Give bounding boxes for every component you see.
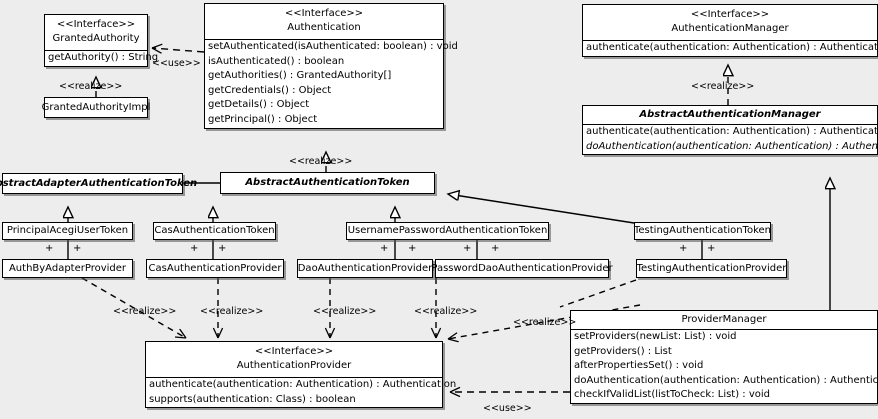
class-name: UsernamePasswordAuthenticationToken bbox=[347, 225, 548, 236]
class-testing-authentication-provider[interactable]: TestingAuthenticationProvider bbox=[636, 259, 787, 278]
class-abstract-authentication-token[interactable]: AbstractAuthenticationToken bbox=[220, 172, 435, 194]
label-realize-abstract-authentication-token: <<realize>> bbox=[289, 156, 353, 167]
assoc-plus-userpass-token-c: + bbox=[463, 243, 472, 254]
assoc-plus-userpass-token-d: + bbox=[491, 243, 500, 254]
class-name: CasAuthenticationProvider bbox=[148, 262, 282, 274]
class-password-dao-authentication-provider[interactable]: PasswordDaoAuthenticationProvider bbox=[431, 259, 613, 278]
class-name: CasAuthenticationToken bbox=[154, 225, 275, 236]
stereotype-label: <<Interface>> bbox=[284, 8, 364, 19]
assoc-plus-userpass-token-a: + bbox=[380, 243, 389, 254]
method-row-abstract: doAuthentication(authentication: Authent… bbox=[586, 140, 878, 152]
label-realize-auth-by-adapter-provider: <<realize>> bbox=[113, 306, 177, 317]
method-row: getCredentials() : Object bbox=[208, 84, 332, 96]
class-name: ProviderManager bbox=[681, 314, 767, 325]
class-header: <<Interface>> AuthenticationManager bbox=[583, 5, 877, 40]
class-name: DaoAuthenticationProvider bbox=[297, 262, 433, 274]
class-granted-authority[interactable]: <<Interface>> GrantedAuthority getAuthor… bbox=[44, 14, 159, 67]
class-name: GrantedAuthorityImpl bbox=[41, 101, 151, 113]
stereotype-label: <<Interface>> bbox=[254, 346, 334, 357]
method-row: setProviders(newList: List) : void bbox=[574, 331, 737, 342]
class-header: <<Interface>> GrantedAuthority bbox=[45, 15, 147, 50]
class-principal-acegi-user-token[interactable]: PrincipalAcegiUserToken bbox=[2, 222, 133, 240]
class-name: GrantedAuthority bbox=[52, 33, 140, 44]
assoc-plus-testing-token-left: + bbox=[679, 243, 688, 254]
assoc-plus-cas-token-right: + bbox=[218, 243, 227, 254]
class-name: AuthenticationProvider bbox=[236, 360, 352, 371]
class-header: ProviderManager bbox=[571, 311, 877, 329]
class-name: TestingAuthenticationToken bbox=[633, 225, 772, 236]
stereotype-label: <<Interface>> bbox=[690, 9, 770, 20]
class-header: AbstractAuthenticationManager bbox=[583, 106, 877, 124]
label-realize-cas-authentication-provider: <<realize>> bbox=[200, 306, 264, 317]
class-provider-manager[interactable]: ProviderManager setProviders(newList: Li… bbox=[570, 310, 878, 404]
methods-compartment: setProviders(newList: List) : void getPr… bbox=[571, 329, 878, 403]
method-row: getAuthorities() : GrantedAuthority[] bbox=[208, 70, 392, 82]
class-testing-authentication-token[interactable]: TestingAuthenticationToken bbox=[634, 222, 771, 240]
class-name: AbstractAdapterAuthenticationToken bbox=[0, 177, 198, 189]
class-name: AbstractAuthenticationManager bbox=[639, 109, 821, 120]
label-use-provider-manager: <<use>> bbox=[483, 403, 532, 414]
method-row: getDetails() : Object bbox=[208, 99, 310, 111]
class-abstract-adapter-authentication-token[interactable]: AbstractAdapterAuthenticationToken bbox=[0, 173, 197, 194]
method-row: isAuthenticated() : boolean bbox=[208, 55, 345, 67]
class-name: AuthByAdapterProvider bbox=[8, 262, 127, 274]
method-row: getAuthority() : String bbox=[48, 52, 159, 63]
method-row: setAuthenticated(isAuthenticated: boolea… bbox=[208, 41, 458, 52]
class-abstract-authentication-manager[interactable]: AbstractAuthenticationManager authentica… bbox=[582, 105, 878, 156]
method-row: doAuthentication(authentication: Authent… bbox=[574, 374, 878, 386]
methods-compartment: getAuthority() : String bbox=[45, 50, 159, 66]
class-auth-by-adapter-provider[interactable]: AuthByAdapterProvider bbox=[2, 259, 133, 278]
label-realize-password-dao-authentication-provider: <<realize>> bbox=[414, 306, 478, 317]
assoc-plus-principal-acegi-left: + bbox=[45, 243, 54, 254]
class-authentication[interactable]: <<Interface>> Authentication setAuthenti… bbox=[204, 3, 458, 129]
class-cas-authentication-token[interactable]: CasAuthenticationToken bbox=[153, 222, 276, 240]
assoc-plus-principal-acegi-right: + bbox=[73, 243, 82, 254]
class-header: <<Interface>> Authentication bbox=[205, 4, 443, 39]
stereotype-label: <<Interface>> bbox=[56, 19, 136, 30]
class-name: AuthenticationManager bbox=[671, 23, 789, 34]
class-name: TestingAuthenticationProvider bbox=[636, 262, 787, 274]
methods-compartment: authenticate(authentication: Authenticat… bbox=[146, 377, 457, 407]
method-row: authenticate(authentication: Authenticat… bbox=[586, 126, 878, 137]
class-name: PasswordDaoAuthenticationProvider bbox=[431, 262, 613, 274]
class-dao-authentication-provider[interactable]: DaoAuthenticationProvider bbox=[297, 259, 433, 278]
class-name: PrincipalAcegiUserToken bbox=[6, 225, 129, 236]
label-realize-provider-manager: <<realize>> bbox=[513, 317, 577, 328]
class-granted-authority-impl[interactable]: GrantedAuthorityImpl bbox=[42, 97, 150, 118]
method-row: afterPropertiesSet() : void bbox=[574, 360, 704, 372]
class-name: AbstractAuthenticationToken bbox=[245, 177, 410, 188]
methods-compartment: authenticate(authentication: Authenticat… bbox=[583, 40, 878, 56]
label-realize-granted-authority-impl: <<realize>> bbox=[59, 81, 123, 92]
methods-compartment: authenticate(authentication: Authenticat… bbox=[583, 124, 878, 154]
label-realize-dao-authentication-provider: <<realize>> bbox=[313, 306, 377, 317]
method-row: checkIfValidList(listToCheck: List) : vo… bbox=[574, 389, 771, 401]
class-authentication-manager[interactable]: <<Interface>> AuthenticationManager auth… bbox=[582, 4, 878, 57]
assoc-plus-testing-token-right: + bbox=[707, 243, 716, 254]
class-username-password-authentication-token[interactable]: UsernamePasswordAuthenticationToken bbox=[346, 222, 549, 240]
method-row: getPrincipal() : Object bbox=[208, 113, 318, 125]
method-row: getProviders() : List bbox=[574, 345, 672, 357]
method-row: authenticate(authentication: Authenticat… bbox=[586, 42, 878, 53]
class-cas-authentication-provider[interactable]: CasAuthenticationProvider bbox=[146, 259, 284, 278]
class-authentication-provider[interactable]: <<Interface>> AuthenticationProvider aut… bbox=[145, 341, 457, 409]
class-header: <<Interface>> AuthenticationProvider bbox=[146, 342, 442, 377]
method-row: authenticate(authentication: Authenticat… bbox=[149, 379, 457, 390]
methods-compartment: setAuthenticated(isAuthenticated: boolea… bbox=[205, 39, 458, 128]
label-use-authentication-granted-authority: <<use>> bbox=[152, 58, 201, 69]
method-row: supports(authentication: Class) : boolea… bbox=[149, 393, 356, 405]
assoc-plus-userpass-token-b: + bbox=[408, 243, 417, 254]
assoc-plus-cas-token-left: + bbox=[190, 243, 199, 254]
label-realize-abstract-authentication-manager: <<realize>> bbox=[691, 81, 755, 92]
class-name: Authentication bbox=[287, 22, 361, 33]
